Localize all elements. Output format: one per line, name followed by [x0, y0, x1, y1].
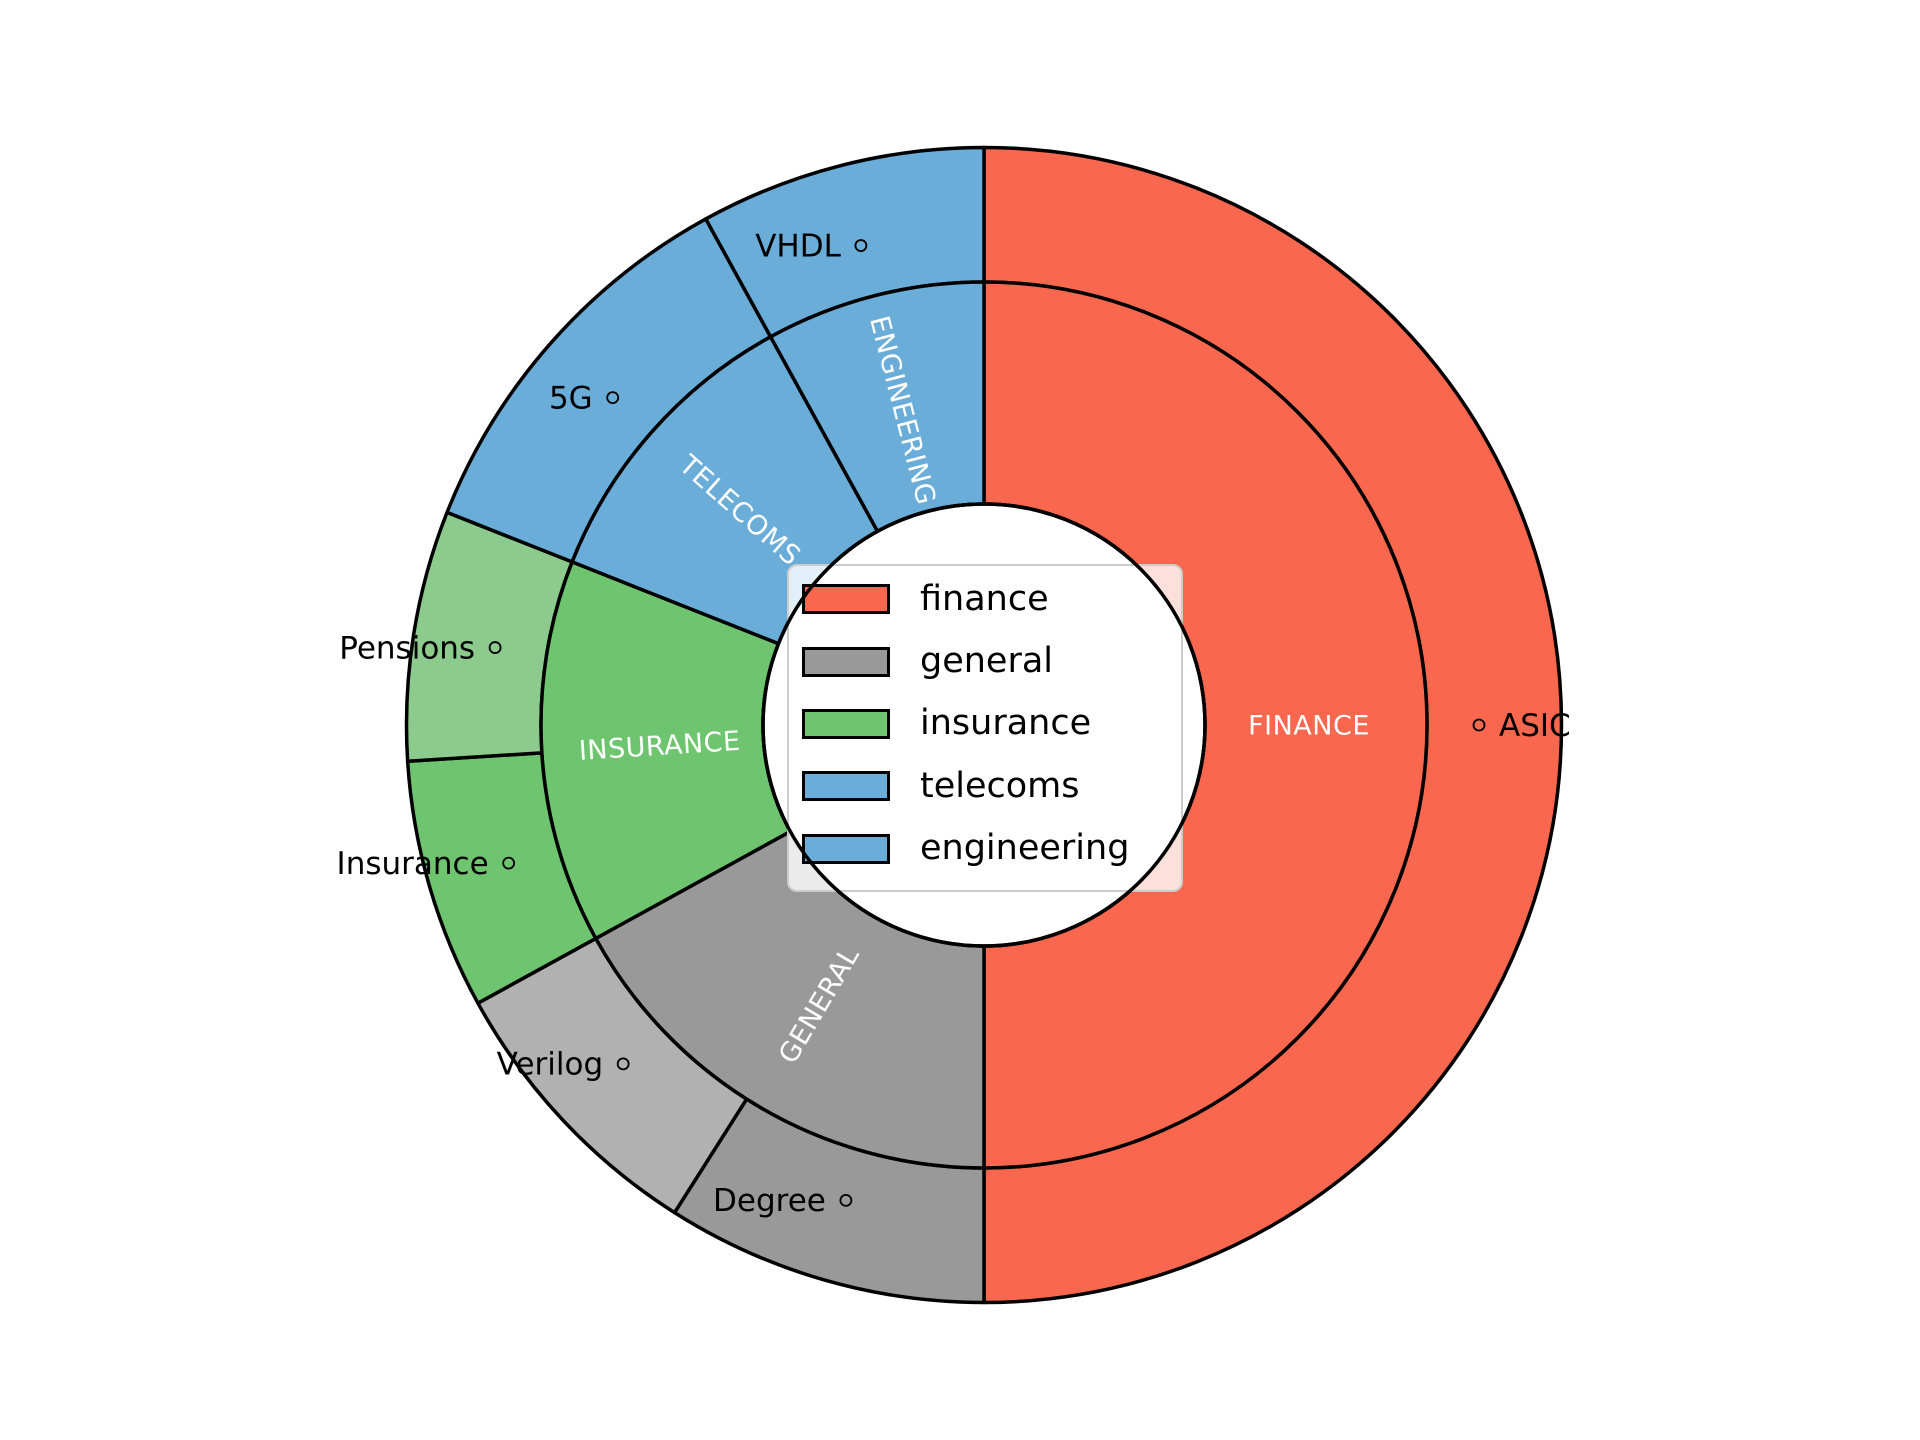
- legend: finance general insurance telecoms engin…: [787, 564, 1183, 892]
- legend-label-insurance: insurance: [920, 703, 1092, 744]
- ring-label-finance: FINANCE: [1248, 710, 1370, 741]
- outer-label-pensions: Pensions: [339, 630, 502, 666]
- 5g-marker-icon: [606, 391, 620, 405]
- outer-label-text-5g: 5G: [549, 381, 593, 417]
- degree-marker-icon: [839, 1193, 853, 1207]
- legend-label-finance: finance: [920, 578, 1049, 619]
- legend-swatch-engineering: [802, 833, 890, 864]
- legend-swatch-telecoms: [802, 771, 890, 802]
- outer-label-text-degree: Degree: [713, 1183, 826, 1219]
- asic-marker-icon: [1472, 718, 1486, 732]
- verilog-marker-icon: [616, 1057, 630, 1071]
- outer-label-vhdl: VHDL: [755, 228, 868, 264]
- legend-swatch-insurance: [802, 708, 890, 739]
- legend-item-engineering: engineering: [789, 831, 1181, 866]
- outer-ring-labels: ASIC Degree Verilog Insurance Pensions 5…: [337, 228, 1571, 1219]
- outer-label-text-vhdl: VHDL: [755, 228, 841, 264]
- legend-swatch-general: [802, 646, 890, 677]
- outer-label-text-pensions: Pensions: [339, 630, 475, 666]
- outer-label-asic: ASIC: [1472, 708, 1571, 744]
- outer-label-text-verilog: Verilog: [497, 1047, 604, 1083]
- legend-label-engineering: engineering: [920, 828, 1130, 869]
- insurance-marker-icon: [502, 856, 516, 870]
- legend-label-general: general: [920, 641, 1054, 682]
- outer-label-text-insurance: Insurance: [337, 846, 489, 882]
- legend-item-finance: finance: [789, 578, 1181, 619]
- outer-label-5g: 5G: [549, 381, 620, 417]
- legend-item-general: general: [789, 644, 1181, 679]
- pensions-marker-icon: [488, 641, 502, 654]
- vhdl-marker-icon: [854, 239, 868, 252]
- legend-item-insurance: insurance: [789, 706, 1181, 741]
- legend-swatch-finance: [802, 584, 890, 615]
- outer-label-text-asic: ASIC: [1499, 708, 1571, 744]
- outer-label-degree: Degree: [713, 1183, 853, 1219]
- outer-label-insurance: Insurance: [337, 846, 516, 882]
- legend-item-telecoms: telecoms: [789, 765, 1181, 806]
- outer-label-verilog: Verilog: [497, 1047, 630, 1083]
- legend-label-telecoms: telecoms: [920, 765, 1080, 806]
